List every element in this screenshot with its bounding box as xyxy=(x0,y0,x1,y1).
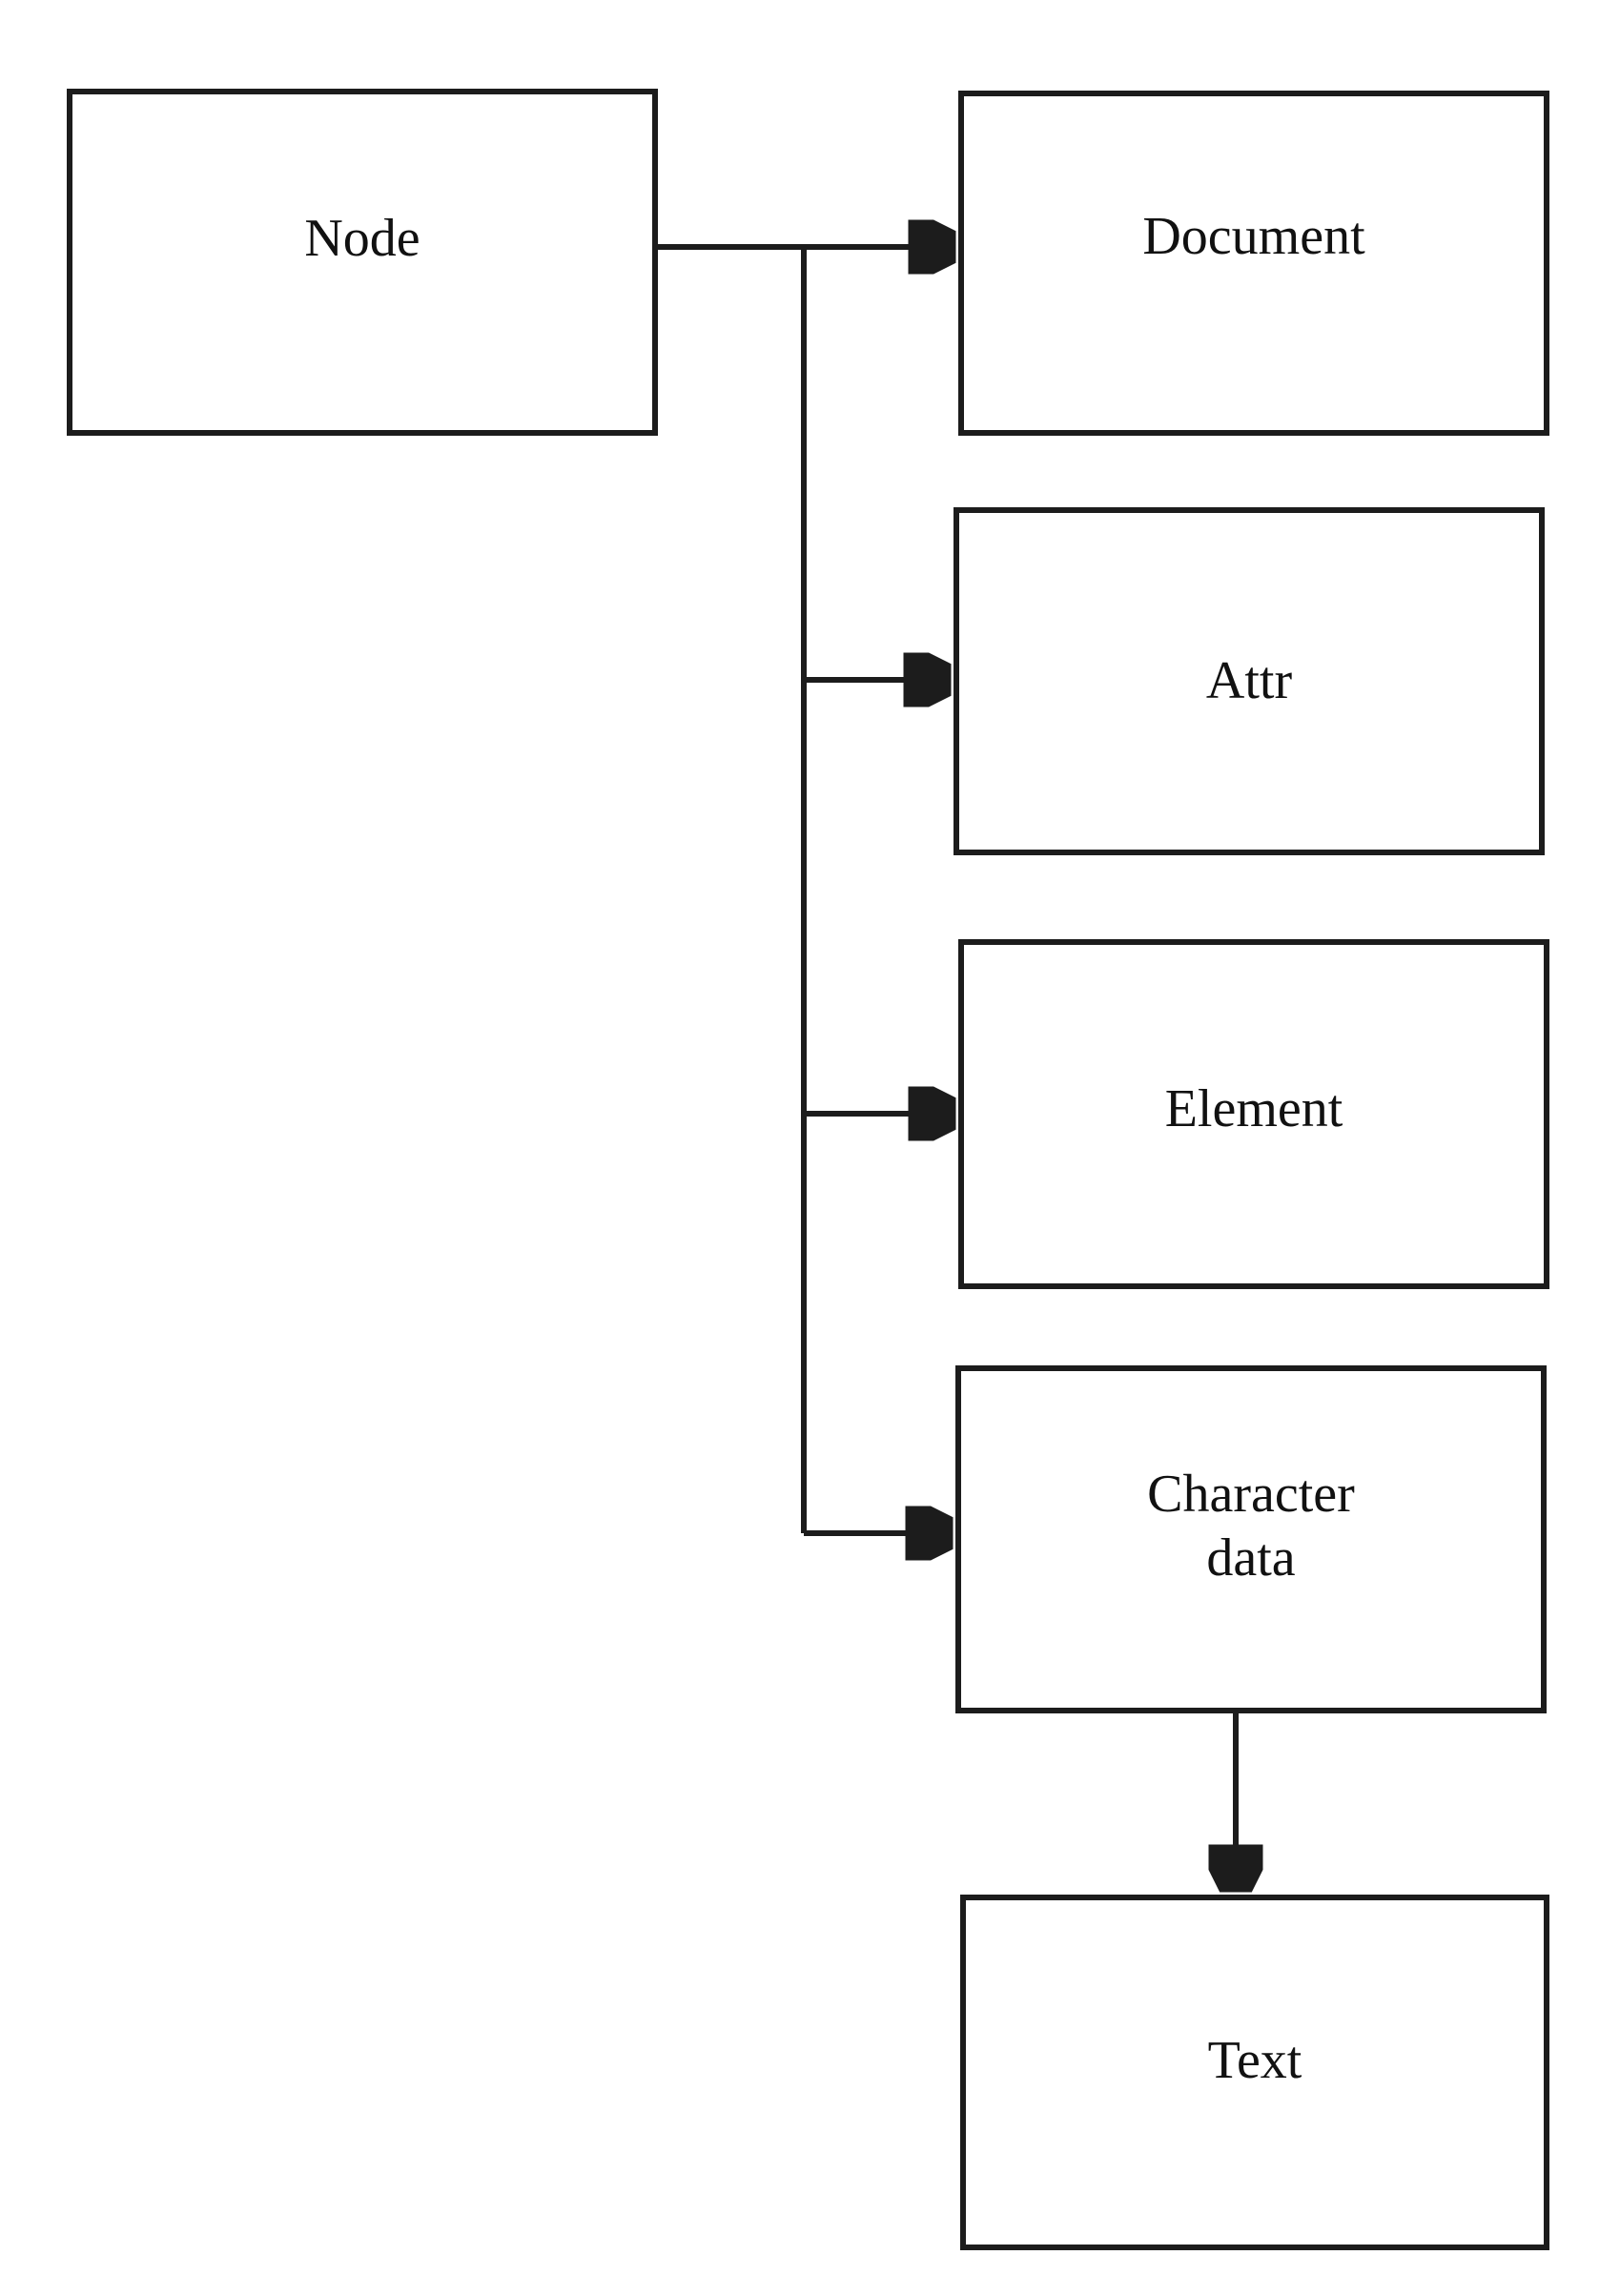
node-box: Node xyxy=(67,89,658,436)
document-box-label: Document xyxy=(1142,206,1365,266)
node-box-label: Node xyxy=(304,208,420,268)
attr-box-label: Attr xyxy=(1205,651,1293,711)
attr-box: Attr xyxy=(954,507,1545,855)
element-box: Element xyxy=(958,939,1549,1289)
document-box: Document xyxy=(958,91,1549,436)
text-box: Text xyxy=(960,1895,1549,2250)
character-data-box: Character data xyxy=(955,1365,1547,1713)
text-box-label: Text xyxy=(1207,2031,1302,2091)
element-box-label: Element xyxy=(1164,1079,1343,1139)
character-data-box-label: Character data xyxy=(1147,1465,1355,1588)
